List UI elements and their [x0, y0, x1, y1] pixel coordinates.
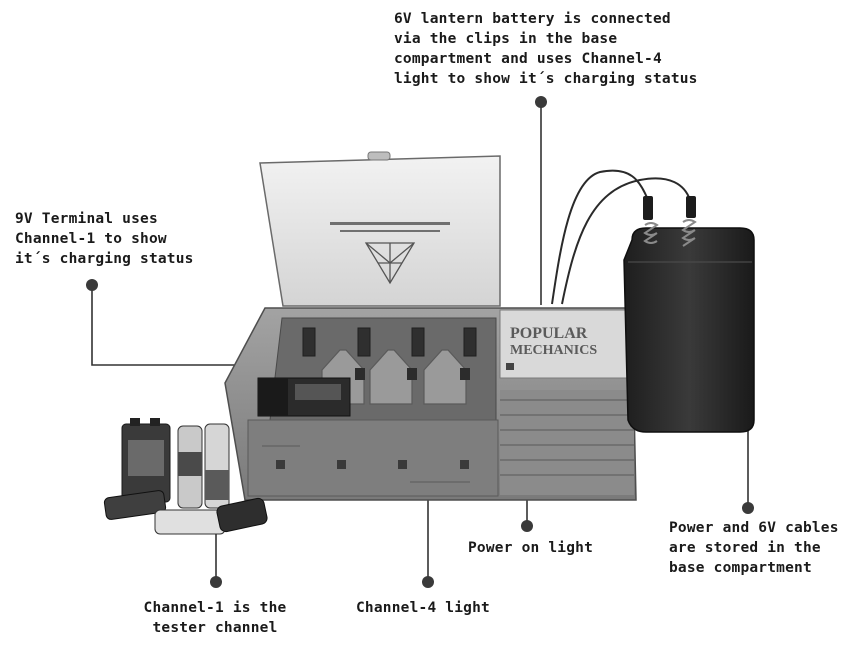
callout-channel1-line-1: Channel-1 is the: [143, 600, 287, 616]
channel-4-light: [460, 460, 469, 469]
dot-power: [521, 520, 533, 532]
callout-lantern: 6V lantern battery is connected via the …: [394, 9, 698, 89]
nine-volt-battery-in-charger: [257, 377, 351, 417]
callout-9v-line-1: 9V Terminal uses: [15, 211, 158, 227]
callout-9v-line-2: Channel-1 to show: [15, 231, 167, 247]
callout-cables-line-3: base compartment: [669, 560, 812, 576]
loose-aa-batteries: [103, 423, 268, 535]
leader-lines: [91, 102, 749, 582]
callout-channel-4: Channel-4 light: [356, 598, 490, 618]
callout-cables-line-1: Power and 6V cables: [669, 520, 839, 536]
lantern-spring-terminals: [643, 219, 697, 247]
lantern-battery: [623, 196, 755, 433]
callout-lantern-line-2: via the clips in the base: [394, 31, 618, 47]
dot-9v: [86, 279, 98, 291]
dot-cables: [742, 502, 754, 514]
brand-line-1: POPULAR: [510, 325, 588, 342]
leader-line-9v: [91, 285, 265, 366]
callout-power-line-1: Power on light: [468, 540, 594, 556]
callout-channel-1: Channel-1 is the tester channel: [130, 598, 300, 638]
lantern-cables: [551, 169, 691, 305]
channel-2-light: [337, 460, 346, 469]
callout-power-light: Power on light: [468, 538, 593, 558]
callout-lantern-line-4: light to show it´s charging status: [394, 71, 698, 87]
loose-batteries: [103, 418, 268, 535]
charging-slots: [302, 327, 477, 405]
brand-line-2: MECHANICS: [510, 343, 597, 358]
callout-cables: Power and 6V cables are stored in the ba…: [669, 518, 839, 578]
dot-lantern: [535, 96, 547, 108]
callout-dots: [86, 96, 754, 588]
alligator-clips: [643, 196, 696, 220]
callout-9v-line-3: it´s charging status: [15, 251, 194, 267]
channel-1-light: [276, 460, 285, 469]
channel-lights: [276, 460, 469, 469]
lid-logo: [364, 242, 416, 285]
callout-cables-line-2: are stored in the: [669, 540, 821, 556]
dot-channel1: [210, 576, 222, 588]
callout-lantern-line-1: 6V lantern battery is connected: [394, 11, 671, 27]
callout-channel4-line-1: Channel-4 light: [356, 600, 490, 616]
callout-lantern-line-3: compartment and uses Channel-4: [394, 51, 662, 67]
dot-channel4: [422, 576, 434, 588]
callout-channel1-line-2: tester channel: [152, 620, 278, 636]
charger-lid: [259, 151, 501, 307]
channel-3-light: [398, 460, 407, 469]
callout-9v-terminal: 9V Terminal uses Channel-1 to show it´s …: [15, 209, 194, 269]
loose-9v-battery: [121, 418, 171, 503]
charger-base: POPULAR MECHANICS: [224, 307, 637, 501]
